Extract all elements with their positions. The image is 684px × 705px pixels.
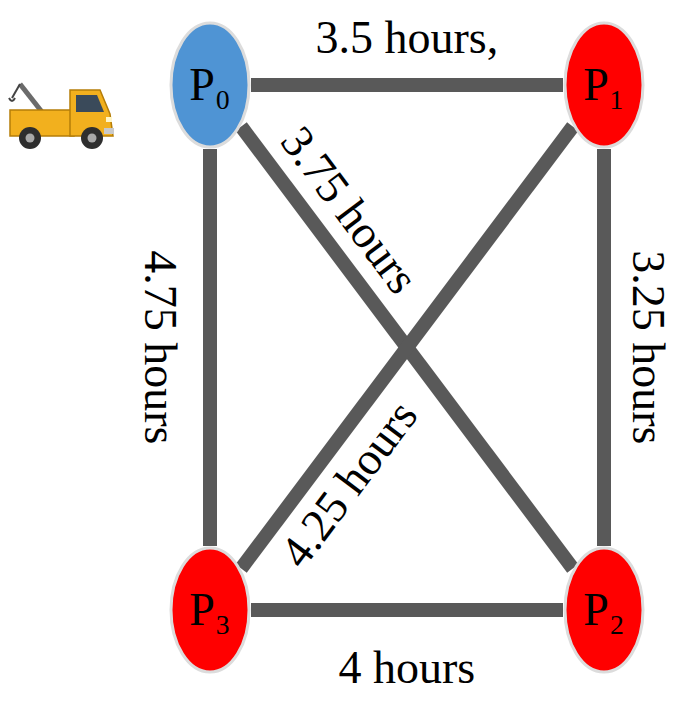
wheel-hub xyxy=(88,134,97,143)
truck-wheel xyxy=(81,127,103,149)
node-ellipse xyxy=(171,548,249,672)
travel-time-label: 3.25 hours xyxy=(623,246,674,448)
route-line xyxy=(241,127,573,569)
travel-time-label: 4.75 hours xyxy=(135,246,186,448)
node-ellipse xyxy=(565,23,643,147)
tow-hook xyxy=(9,98,15,101)
tow-boom xyxy=(20,84,42,112)
truck-headlight xyxy=(106,117,112,122)
truck-window xyxy=(76,95,104,112)
truck-bumper xyxy=(104,128,114,134)
wheel-hub xyxy=(26,134,35,143)
route-line xyxy=(597,149,611,546)
point-node: P₃ xyxy=(169,546,251,674)
node-label: P₃ xyxy=(189,585,231,636)
truck-bed xyxy=(10,110,74,136)
route-line xyxy=(241,127,573,569)
route-line xyxy=(251,603,563,617)
node-label: P₂ xyxy=(583,585,625,636)
route-line xyxy=(203,149,217,546)
travel-time-label: 3.5 hours, xyxy=(312,13,503,64)
node-label: P₁ xyxy=(583,60,625,111)
node-ellipse xyxy=(565,548,643,672)
route-line xyxy=(251,78,563,92)
point-node: P₂ xyxy=(563,546,645,674)
travel-time-label: 4 hours xyxy=(335,643,480,694)
depot-node: P₀ xyxy=(169,21,251,149)
tow-cable xyxy=(12,84,20,98)
node-ellipse xyxy=(171,23,249,147)
point-node: P₁ xyxy=(563,21,645,149)
truck-wheel xyxy=(19,127,41,149)
node-label: P₀ xyxy=(189,60,231,111)
